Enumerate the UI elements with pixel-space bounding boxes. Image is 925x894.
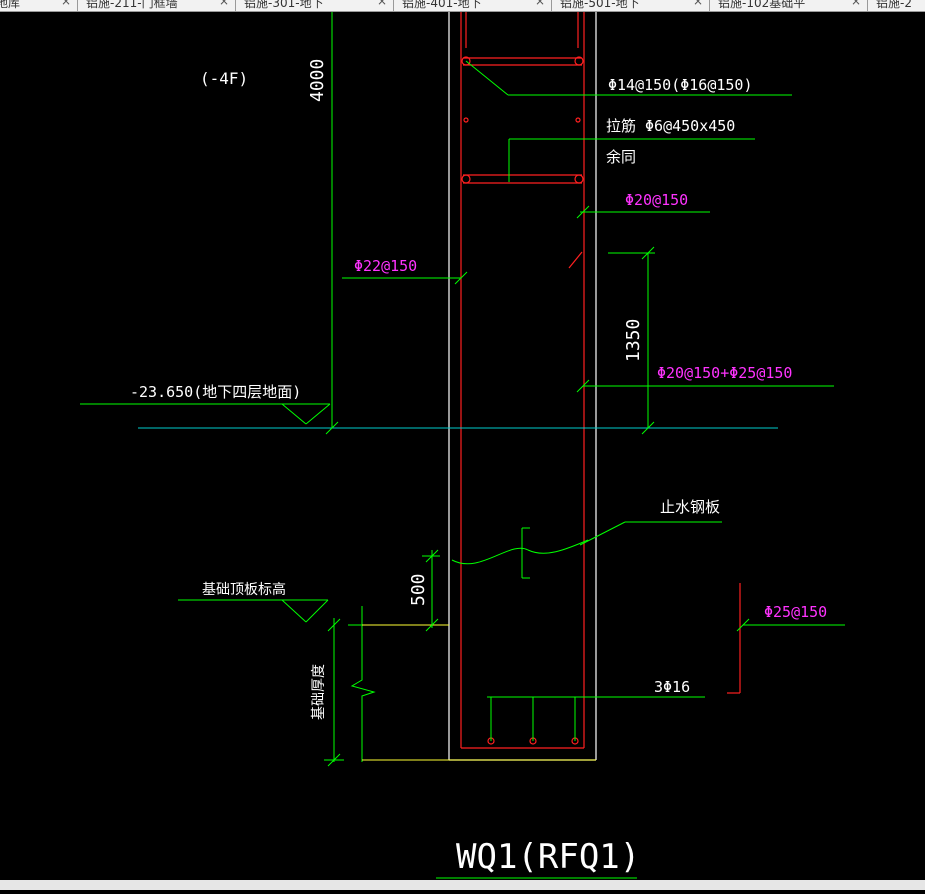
label-outer-vertical: Φ22@150 xyxy=(354,257,417,275)
foundation-lines xyxy=(362,624,596,761)
status-strip xyxy=(0,880,925,890)
tab-label: 铝施-501-地下 xyxy=(560,0,640,10)
label-bottom-bars: 3Φ16 xyxy=(654,678,690,696)
label-tie-note: 余同 xyxy=(606,148,636,166)
dimension-1350: 1350 xyxy=(623,319,644,362)
tab-102[interactable]: 铝施-102基础平 × xyxy=(710,0,868,11)
floor-note: (-4F) xyxy=(200,69,248,88)
close-icon[interactable]: × xyxy=(218,0,229,8)
wall-outline xyxy=(448,12,597,761)
tab-label: 铝施-102基础平 xyxy=(718,0,806,10)
label-foundation-thickness: 基础厚度 xyxy=(310,664,327,720)
tab-label: 铝施-301-地下 xyxy=(244,0,324,10)
label-lap-vertical: Φ20@150+Φ25@150 xyxy=(657,364,792,382)
close-icon[interactable]: × xyxy=(534,0,545,8)
tab-301[interactable]: 铝施-301-地下 × xyxy=(236,0,394,11)
tab-2[interactable]: 铝施-2 xyxy=(868,0,925,11)
close-icon[interactable]: × xyxy=(376,0,387,8)
tab-dikku[interactable]: 地库 × xyxy=(0,0,78,11)
close-icon[interactable]: × xyxy=(60,0,71,8)
rebar-cage xyxy=(460,12,741,749)
document-tab-bar: 地库 × 铝施-211-门框墙 × 铝施-301-地下 × 铝施-401-地下 … xyxy=(0,0,925,12)
tab-label: 铝施-401-地下 xyxy=(402,0,482,10)
label-tie-bar: 拉筋 Φ6@450x450 xyxy=(606,117,735,135)
dimension-500: 500 xyxy=(408,573,429,606)
tab-label: 铝施-2 xyxy=(876,0,912,10)
tab-label: 地库 xyxy=(0,0,21,10)
label-floor-level: -23.650(地下四层地面) xyxy=(130,383,301,401)
close-icon[interactable]: × xyxy=(850,0,861,8)
label-inner-vertical: Φ20@150 xyxy=(625,191,688,209)
label-waterstop: 止水钢板 xyxy=(660,498,720,516)
label-horizontal-rebar: Φ14@150(Φ16@150) xyxy=(608,76,753,94)
tab-label: 铝施-211-门框墙 xyxy=(86,0,178,10)
tick-marks xyxy=(325,205,750,767)
close-icon[interactable]: × xyxy=(692,0,703,8)
tab-401[interactable]: 铝施-401-地下 × xyxy=(394,0,552,11)
tab-501[interactable]: 铝施-501-地下 × xyxy=(552,0,710,11)
label-foundation-top: 基础顶板标高 xyxy=(202,581,286,598)
drawing-title: WQ1(RFQ1) xyxy=(456,837,640,877)
tab-211[interactable]: 铝施-211-门框墙 × xyxy=(78,0,236,11)
dimension-4000: 4000 xyxy=(307,59,328,102)
leader-lines xyxy=(80,12,845,879)
label-dowel: Φ25@150 xyxy=(764,603,827,621)
